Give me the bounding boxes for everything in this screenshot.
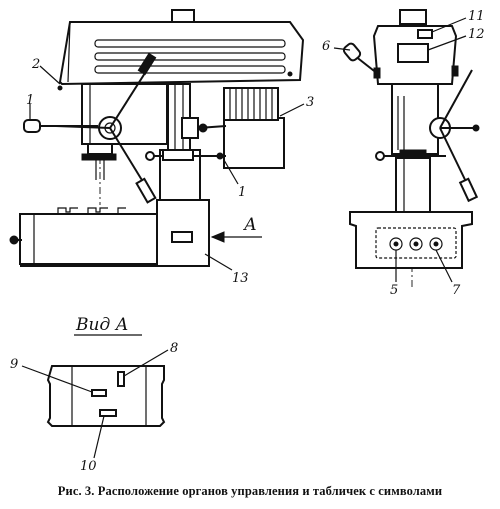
callout-9: 9 <box>10 357 18 372</box>
figure-caption: Рис. 3. Расположение органов управления … <box>57 484 443 498</box>
leader-9 <box>21 365 93 393</box>
symbol-plate-12 <box>397 43 429 63</box>
lever-1-grip <box>23 119 41 133</box>
callout-1b: 1 <box>238 185 246 200</box>
vent-slot <box>94 39 286 48</box>
leader-12 <box>427 35 467 51</box>
symbol-plate-9 <box>91 389 107 397</box>
side-column-head <box>391 83 439 155</box>
leader-7 <box>435 249 453 283</box>
side-panel <box>375 227 457 259</box>
side-feed-handle <box>439 69 473 129</box>
head-cover-edge <box>67 21 71 83</box>
callout-12: 12 <box>468 27 485 42</box>
feed-handle-grip <box>137 52 157 76</box>
callout-2: 2 <box>31 57 40 72</box>
leader-1b <box>223 159 239 185</box>
headstock <box>81 83 168 145</box>
screw-dot <box>57 85 63 91</box>
leader-8 <box>123 349 169 377</box>
callouts: 2 1 3 1 13 6 11 12 5 7 9 8 10 <box>10 9 485 474</box>
callout-8: 8 <box>170 341 178 356</box>
symbol-plate-11 <box>417 29 433 39</box>
spindle-gear <box>81 153 117 161</box>
front-view: А <box>9 9 305 271</box>
callout-1a: 1 <box>26 93 34 108</box>
feed-handle-grip <box>135 177 157 204</box>
motor-body <box>223 117 285 169</box>
symbol-plate-10 <box>99 409 117 417</box>
screw-dot <box>287 71 293 77</box>
motor-fin-lines <box>229 88 273 120</box>
motor-switch <box>181 117 199 139</box>
view-a: Вид А <box>21 315 169 459</box>
leader-10 <box>93 415 105 459</box>
switch-7-center <box>433 241 439 247</box>
table-handwheel-knob <box>9 235 19 245</box>
leader-6 <box>333 47 351 51</box>
top-knob <box>171 9 195 23</box>
leader-13 <box>204 253 233 271</box>
vent-slot <box>94 65 286 74</box>
side-feed-knob <box>472 124 480 132</box>
side-motor-cap <box>399 9 427 25</box>
callout-5: 5 <box>390 283 398 298</box>
callout-10: 10 <box>80 459 97 474</box>
side-pin-right <box>451 65 459 77</box>
vent-slot <box>94 52 286 61</box>
leader-11 <box>431 17 467 33</box>
callout-11: 11 <box>468 9 485 24</box>
callout-6: 6 <box>322 39 330 54</box>
view-arrow-head <box>210 231 225 243</box>
spindle-nose <box>87 143 113 155</box>
motor-fins <box>223 87 279 121</box>
switch-middle <box>409 237 423 251</box>
table <box>19 213 159 265</box>
callout-7: 7 <box>452 283 461 298</box>
lever-1b-knob <box>145 151 155 161</box>
side-depth-knob <box>375 151 385 161</box>
switch-5-center <box>393 241 399 247</box>
callout-13: 13 <box>232 271 249 286</box>
leader-2 <box>39 65 61 85</box>
view-a-title: Вид А <box>75 315 129 335</box>
switch-middle-center <box>413 241 419 247</box>
callout-3: 3 <box>306 95 314 110</box>
side-lower-column <box>395 157 431 213</box>
arrow-label: А <box>243 215 257 235</box>
symbol-plate-8 <box>117 371 125 387</box>
side-feed-grip <box>458 177 479 203</box>
motor-switch-knob <box>198 123 208 133</box>
column-clamp <box>162 149 194 161</box>
table-tslots <box>57 207 126 214</box>
side-lever-6-grip <box>342 42 362 62</box>
leader-3 <box>279 103 305 117</box>
lever-1b-knob <box>216 152 224 160</box>
side-view <box>333 9 480 290</box>
side-lever-6-pin <box>373 67 381 79</box>
symbol-plate-13 <box>171 231 193 243</box>
